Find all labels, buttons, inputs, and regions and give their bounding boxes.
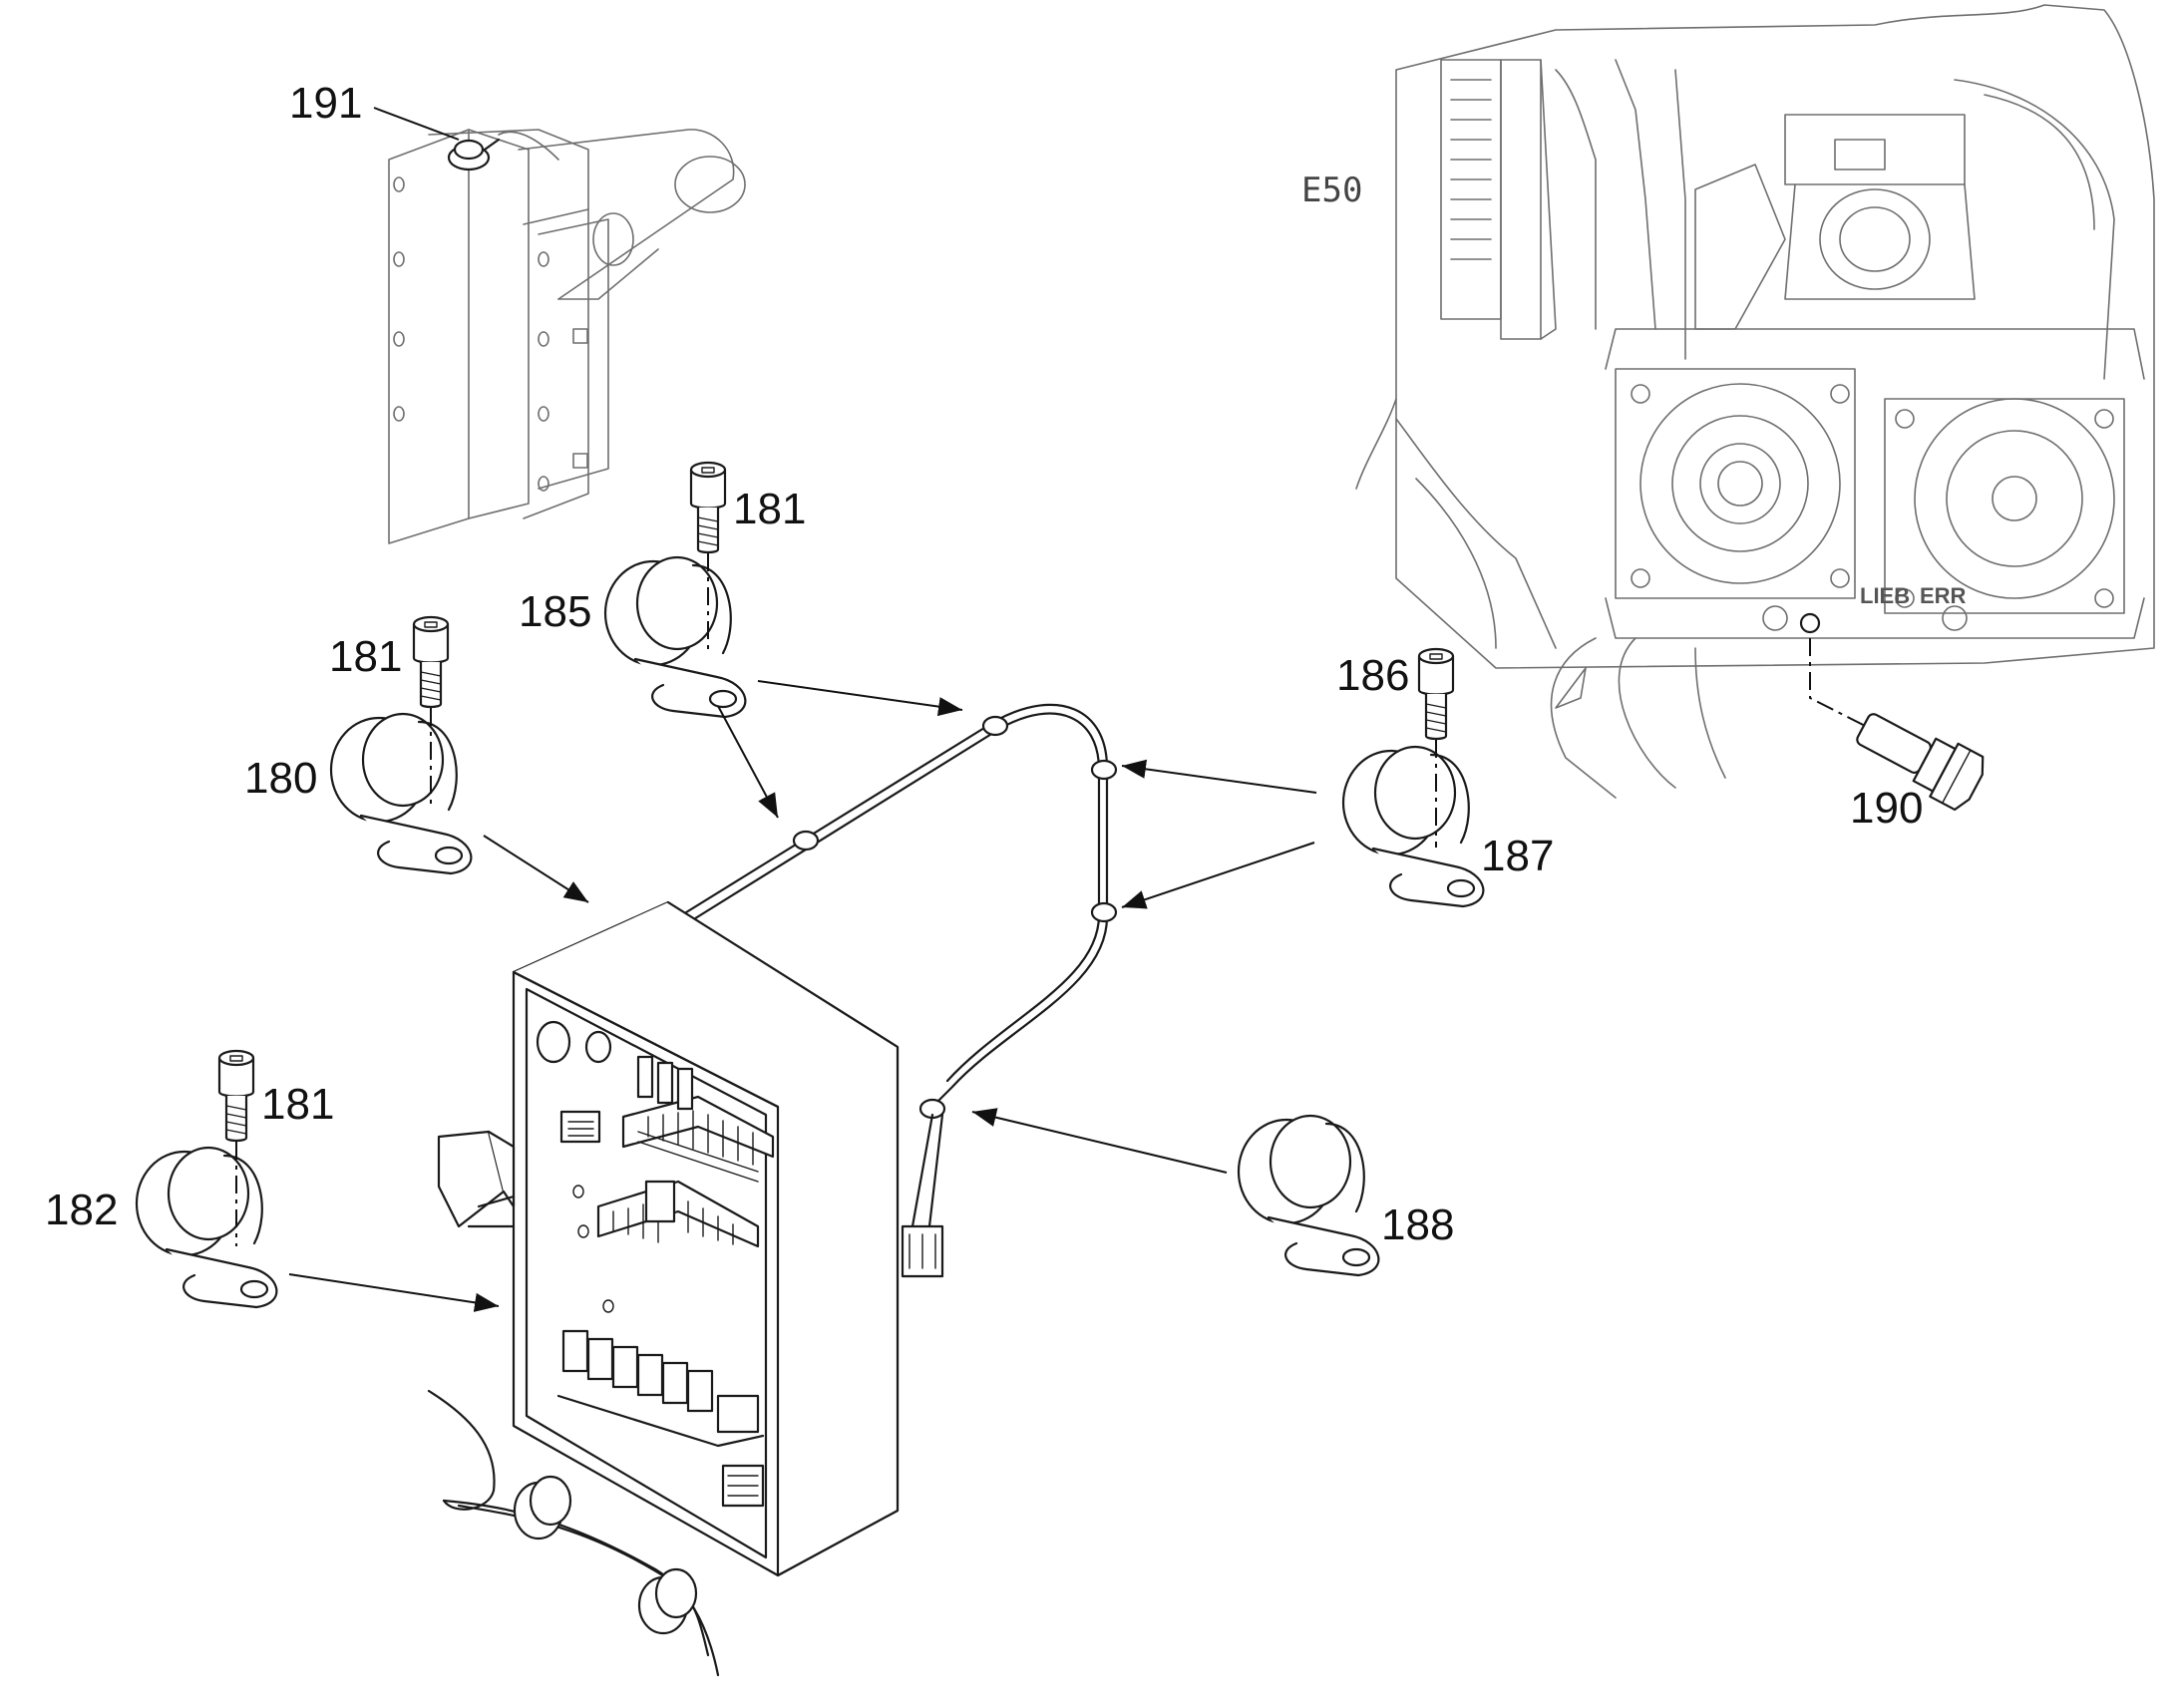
wiring-harness xyxy=(676,703,1118,1278)
callout-181-a: 181 xyxy=(733,485,806,533)
assembly-arrows xyxy=(288,680,1317,1312)
screw-181-a-part xyxy=(689,461,727,554)
callout-188: 188 xyxy=(1381,1200,1454,1249)
callout-181-b: 181 xyxy=(329,632,402,681)
view-label-e50: E50 xyxy=(1301,171,1362,210)
svg-text:LIEB: LIEB xyxy=(1860,583,1910,608)
callout-180: 180 xyxy=(244,754,317,803)
clamp-180-part xyxy=(329,712,473,875)
lower-clamp-b xyxy=(637,1567,698,1635)
clamp-182-part xyxy=(135,1146,278,1309)
clamp-188-part xyxy=(1237,1114,1380,1277)
callout-182: 182 xyxy=(45,1186,118,1234)
screw-181-b-part xyxy=(412,615,450,709)
engine-compartment-view: LIEB ERR xyxy=(1355,4,2155,799)
callout-186: 186 xyxy=(1336,651,1409,700)
mounting-bracket-assembly xyxy=(388,129,746,544)
svg-text:ERR: ERR xyxy=(1920,583,1967,608)
callout-181-c: 181 xyxy=(261,1080,334,1129)
clamp-185-part xyxy=(603,555,747,719)
screw-181-c-part xyxy=(217,1049,255,1143)
drain-plug-part xyxy=(1856,713,1985,812)
screw-186-part xyxy=(1417,647,1455,741)
callout-190: 190 xyxy=(1850,784,1923,833)
callout-185: 185 xyxy=(519,587,591,636)
electrical-control-box xyxy=(427,900,900,1677)
filler-cap-part xyxy=(447,138,501,171)
callout-191: 191 xyxy=(289,79,362,128)
callout-187: 187 xyxy=(1481,832,1554,880)
lower-clamp-a xyxy=(513,1475,572,1540)
clamp-187-part xyxy=(1341,745,1485,908)
